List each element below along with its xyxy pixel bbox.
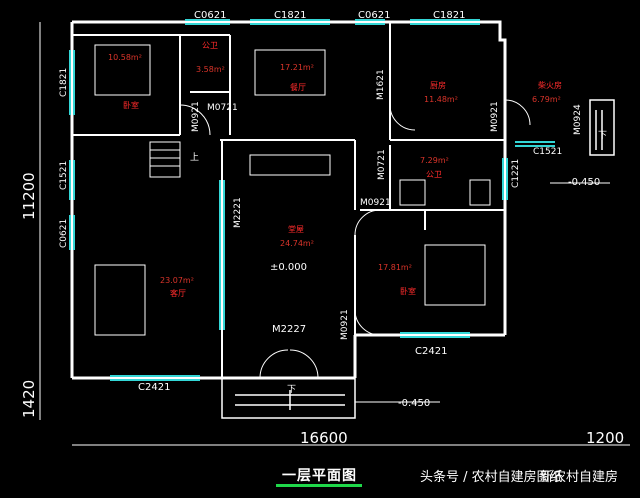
- watermark-account: 新农村自建房: [540, 470, 619, 485]
- label-m2221: M2221: [233, 197, 243, 228]
- front-porch: [221, 377, 356, 419]
- label-top-c1821-b: C1821: [433, 10, 465, 21]
- room-name-bedroom-nw: 卧室: [123, 100, 139, 110]
- level-main: ±0.000: [270, 262, 307, 273]
- dim-right-extension: 1200: [586, 429, 624, 447]
- level-outside-porch: -0.450: [398, 398, 430, 409]
- label-m1621: M1621: [376, 69, 386, 100]
- furniture: [94, 44, 491, 336]
- level-outside-right: -0.450: [568, 177, 600, 188]
- room-name-kitchen: 厨房: [430, 80, 446, 90]
- label-m0921-b: M0921: [490, 101, 500, 132]
- side-steps: [589, 99, 615, 156]
- watermark: 头条号 / 农村自建房图纸: [420, 466, 563, 485]
- label-m0921-a: M0921: [191, 101, 201, 132]
- room-name-hall: 堂屋: [288, 224, 304, 234]
- room-area-kitchen: 11.48m²: [424, 95, 458, 104]
- label-top-c1821-a: C1821: [274, 10, 306, 21]
- exterior-walls: [70, 20, 507, 380]
- windows: [69, 19, 555, 381]
- room-name-bedroom-se: 卧室: [400, 286, 416, 296]
- dim-depth: 11200: [20, 172, 38, 220]
- drawing-title: 一层平面图: [282, 468, 357, 484]
- room-name-firewood-room: 柴火房: [538, 80, 562, 90]
- dim-porch-depth: 1420: [20, 380, 38, 418]
- room-name-bath-nw: 公卫: [202, 41, 218, 50]
- label-c1521-right: C1521: [533, 147, 562, 157]
- room-area-hall: 24.74m²: [280, 239, 314, 248]
- stair-up-label: 上: [190, 152, 199, 163]
- door-swings: [179, 99, 531, 379]
- room-name-living-room: 客厅: [170, 288, 186, 298]
- label-m0721-left: M0721: [207, 103, 238, 113]
- label-c2421-right: C2421: [415, 346, 447, 357]
- label-c0621-left: C0621: [59, 219, 69, 248]
- room-area-bedroom-nw: 10.58m²: [108, 53, 142, 62]
- dim-total-width: 16600: [300, 429, 348, 447]
- room-name-dining: 餐厅: [290, 83, 306, 92]
- label-m0921-c: M0921: [360, 198, 391, 208]
- label-m2227: M2227: [272, 324, 306, 335]
- room-area-dining: 17.21m²: [280, 63, 314, 72]
- label-c2421-left: C2421: [138, 382, 170, 393]
- label-m0921-d: M0921: [340, 309, 350, 340]
- room-area-bedroom-se: 17.81m²: [378, 263, 412, 272]
- room-area-bath-nw: 3.58m²: [196, 65, 225, 74]
- room-area-living-room: 23.07m²: [160, 276, 194, 285]
- side-down-label: 下: [598, 131, 607, 141]
- stair: [149, 141, 181, 178]
- label-m0721-mid: M0721: [377, 149, 387, 180]
- title-underline: [276, 484, 362, 487]
- room-area-firewood-room: 6.79m²: [532, 95, 561, 104]
- watermark-source: 头条号 / 农村自建房图纸: [420, 470, 563, 485]
- interior-walls: [72, 22, 505, 378]
- label-c1821-left: C1821: [59, 68, 69, 97]
- room-name-bath-center: 公卫: [426, 170, 442, 179]
- label-c1521-left: C1521: [59, 161, 69, 190]
- room-area-bath-center: 7.29m²: [420, 156, 449, 165]
- label-top-c0621-b: C0621: [358, 10, 390, 21]
- dimension-lines: [39, 22, 630, 446]
- label-top-c0621-a: C0621: [194, 10, 226, 21]
- label-m0924: M0924: [573, 104, 583, 135]
- porch-down-label: 下: [287, 385, 296, 395]
- label-c1221: C1221: [511, 159, 521, 188]
